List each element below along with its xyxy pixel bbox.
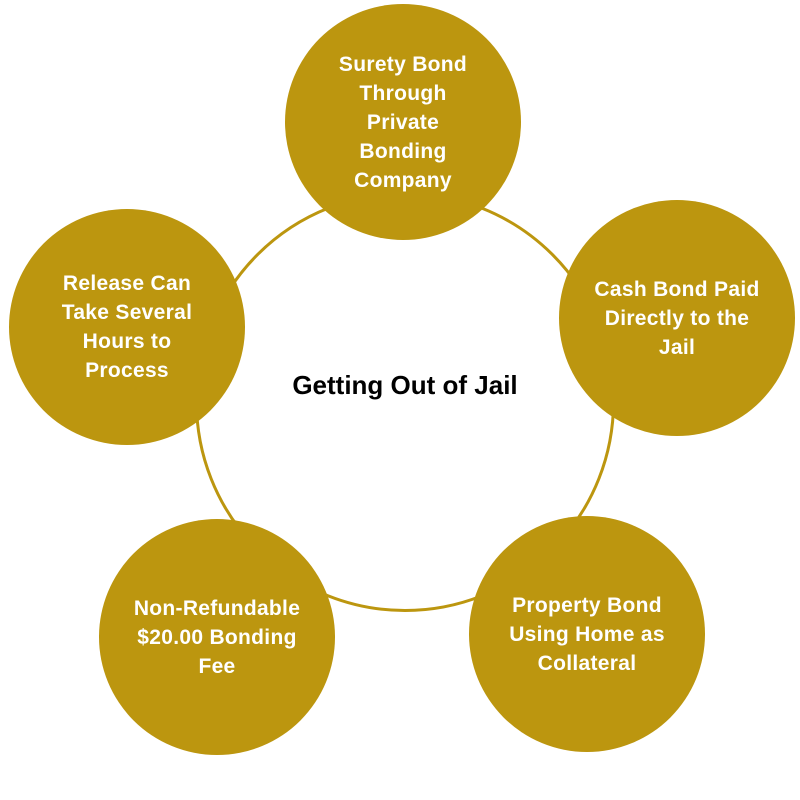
node-surety-bond: Surety Bond Through Private Bonding Comp… <box>285 4 521 240</box>
node-bonding-fee: Non-Refundable $20.00 Bonding Fee <box>99 519 335 755</box>
node-property-bond: Property Bond Using Home as Collateral <box>469 516 705 752</box>
node-release-time: Release Can Take Several Hours to Proces… <box>9 209 245 445</box>
node-cash-bond: Cash Bond Paid Directly to the Jail <box>559 200 795 436</box>
diagram-title: Getting Out of Jail <box>292 370 518 400</box>
